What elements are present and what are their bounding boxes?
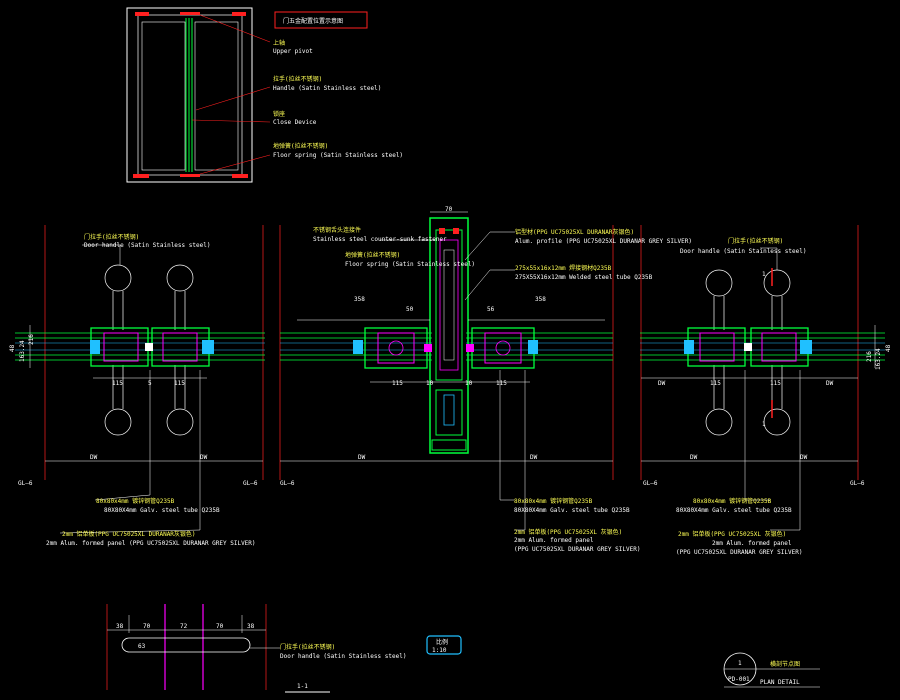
left-dim-dw2: DW	[200, 454, 208, 461]
left-side-dim-163: 163.24	[19, 340, 26, 362]
left-tube-label-cn: 80x80x4mm 镀锌钢管Q235B	[96, 497, 175, 505]
scale-stamp-line1: 比例	[436, 638, 448, 646]
callout-handle-en: Handle (Satin Stainless steel)	[273, 85, 381, 92]
center-profile-en: Alum. profile (PPG UC75025XL DURANAR GRE…	[515, 238, 692, 245]
plan-tag-number: 1	[738, 660, 742, 667]
center-steel-cn: 275x55x16x12mm 焊接钢材Q235B	[515, 264, 612, 272]
callout-close-device-cn: 锁座	[273, 110, 285, 118]
center-bracket-en: Stainless steel counter-sunk fastener	[313, 236, 447, 243]
center-panel-en2: (PPG UC75025XL DURANAR GREY SILVER)	[514, 546, 640, 553]
section-dim-38a: 38	[116, 623, 124, 630]
center-panel-cn: 2mm 铝单板(PPG UC75025XL 灰银色)	[514, 528, 622, 536]
right-side-dim-163: 163.24	[875, 348, 882, 370]
callout-upper-pivot-en: Upper pivot	[273, 48, 313, 55]
right-dim-dw3: DW	[690, 454, 698, 461]
left-panel-label-en: 2mm Alum. formed panel (PPG UC75025XL DU…	[46, 540, 256, 547]
callout-close-device-en: Close Device	[273, 119, 317, 126]
center-spring-en: Floor spring (Satin Stainless steel)	[345, 261, 475, 268]
section-dim-70b: 70	[216, 623, 224, 630]
right-handle-label-en: Door handle (Satin Stainless steel)	[680, 248, 806, 255]
right-tube-cn: 80x80x4mm 镀锌钢管Q235B	[693, 497, 772, 505]
right-gl-left: GL—6	[643, 480, 658, 487]
center-dim-dw2: DW	[530, 454, 538, 461]
center-spring-cn: 地弹簧(拉丝不锈钢)	[345, 251, 400, 259]
center-tube-en: 80X80X4mm Galv. steel tube Q235B	[514, 507, 630, 514]
left-side-dim-48: 48	[9, 344, 16, 352]
callout-handle-cn: 拉手(拉丝不锈钢)	[273, 75, 322, 83]
left-gl-right: GL—6	[243, 480, 258, 487]
left-dim-dw1: DW	[90, 454, 98, 461]
left-tube-label-en: 80X80X4mm Galv. steel tube Q235B	[104, 507, 220, 514]
center-gl-left: GL—6	[280, 480, 295, 487]
left-side-dim-216: 216	[28, 334, 35, 345]
right-section-mark-bottom: 1	[762, 421, 766, 428]
center-plan-detail: 70 358 50 56 358 115 10 10 115 DW DW GL—…	[279, 206, 692, 553]
center-profile-cn: 铝型材(PPG UC75025XL DURANAR灰银色)	[515, 228, 634, 236]
right-panel-cn: 2mm 铝单板(PPG UC75025XL 灰银色)	[678, 530, 786, 538]
callout-floor-spring-cn: 地弹簧(拉丝不锈钢)	[273, 142, 328, 150]
right-gl-right: GL—6	[850, 480, 865, 487]
right-tube-en: 80X80X4mm Galv. steel tube Q235B	[676, 507, 792, 514]
right-dim-115b: 115	[770, 380, 781, 387]
center-dim-70: 70	[445, 206, 453, 213]
plan-tag-title-cn: 横剖节点图	[770, 660, 800, 668]
section-handle-bar	[121, 637, 251, 653]
center-dim-56-right: 56	[487, 306, 495, 313]
center-dim-10b: 10	[465, 380, 473, 387]
section-title: 1-1	[297, 683, 308, 690]
callout-upper-pivot-cn: 上轴	[273, 39, 285, 47]
section-tag-63: 63	[138, 643, 146, 650]
right-panel-en1: 2mm Alum. formed panel	[712, 540, 792, 547]
left-dim-115a: 115	[112, 380, 123, 387]
center-dim-358-left: 358	[354, 296, 365, 303]
scale-stamp: 比例 1:10	[426, 635, 462, 655]
left-handle-label-cn: 门拉手(拉丝不锈钢)	[84, 233, 139, 241]
callout-floor-spring-en: Floor spring (Satin Stainless steel)	[273, 152, 403, 159]
center-panel-en1: 2mm Alum. formed panel	[514, 537, 594, 544]
door-elevation: 门五金配置位置示意图 上轴 Upper pivot 拉手(拉丝不锈钢) Hand…	[126, 7, 403, 183]
center-dim-115-right: 115	[496, 380, 507, 387]
center-bracket-cn: 不锈钢舌头连接件	[313, 226, 361, 234]
right-dim-dw4: DW	[800, 454, 808, 461]
center-tube-cn: 80x80x4mm 镀锌钢管Q235B	[514, 497, 593, 505]
section-1-1: 38 70 72 70 38 63 门拉手(拉丝不锈钢) Door handle…	[106, 604, 406, 693]
plan-tag-sheet: PD-001	[728, 676, 750, 683]
section-dim-38b: 38	[247, 623, 255, 630]
left-gl-left: GL—6	[18, 480, 33, 487]
right-dim-dw1: DW	[658, 380, 666, 387]
plan-tag-title-en: PLAN DETAIL	[760, 679, 800, 686]
section-dim-70a: 70	[143, 623, 151, 630]
left-panel-label-cn: 2mm 铝单板(PPG UC75025XL DURANAR灰银色)	[62, 530, 196, 538]
right-plan-detail: 1 1 DW 115 115 DW DW DW GL—6 GL—6 216 16…	[640, 225, 892, 556]
elevation-title: 门五金配置位置示意图	[283, 17, 343, 25]
left-handle-label-en: Door handle (Satin Stainless steel)	[84, 242, 210, 249]
right-dim-115a: 115	[710, 380, 721, 387]
center-steel-en: 275X55X16x12mm Welded steel tube Q235B	[515, 274, 653, 281]
left-dim-115b: 115	[174, 380, 185, 387]
right-panel-en2: (PPG UC75025XL DURANAR GREY SILVER)	[676, 549, 802, 556]
plan-detail-tag: 1 PD-001 横剖节点图 PLAN DETAIL	[723, 652, 820, 688]
center-dim-10a: 10	[426, 380, 434, 387]
left-plan-detail: 115 5 115 DW DW GL—6 GL—6 48 163.24 216 …	[9, 225, 265, 547]
section-dim-72: 72	[180, 623, 188, 630]
section-handle-cn: 门拉手(拉丝不锈钢)	[280, 643, 335, 651]
elevation-title-box	[274, 11, 368, 29]
center-dim-50-left: 50	[406, 306, 414, 313]
right-side-dim-48: 48	[885, 344, 892, 352]
right-dim-dw2: DW	[826, 380, 834, 387]
scale-stamp-line2: 1:10	[432, 647, 447, 654]
center-dim-358-right: 358	[535, 296, 546, 303]
center-dim-dw1: DW	[358, 454, 366, 461]
right-section-mark-top: 1	[762, 271, 766, 278]
center-dim-115-left: 115	[392, 380, 403, 387]
section-handle-en: Door handle (Satin Stainless steel)	[280, 653, 406, 660]
right-handle-label-cn: 门拉手(拉丝不锈钢)	[728, 237, 783, 245]
right-side-dim-216: 216	[866, 351, 873, 362]
